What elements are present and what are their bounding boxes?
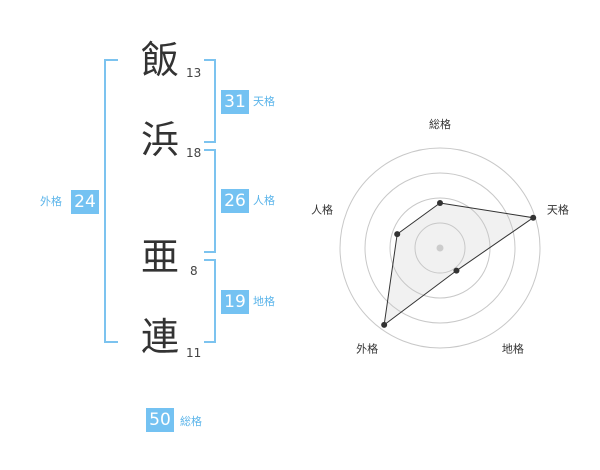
radar-axis-label-4: 人格 [311, 203, 333, 217]
stroke-count-1: 13 [186, 66, 202, 80]
radar-point-4 [394, 231, 401, 238]
jinkaku-bracket [204, 149, 216, 253]
radar-axis-label-3: 外格 [356, 341, 378, 355]
radar-ring-4 [339, 147, 541, 349]
radar-data-polygon [383, 202, 535, 326]
stroke-count-2: 18 [186, 146, 202, 160]
jinkaku-score: 26 [221, 189, 249, 213]
radar-rings [339, 147, 541, 349]
radar-point-1 [530, 214, 537, 221]
tenkaku-label: 天格 [253, 95, 275, 108]
jinkaku-label: 人格 [253, 194, 275, 207]
name-char-2: 浜 [141, 118, 180, 162]
radar-axis-label-1: 天格 [547, 203, 569, 217]
chikaku-label: 地格 [253, 295, 275, 308]
chikaku-bracket [204, 259, 216, 343]
chikaku-score: 19 [221, 290, 249, 314]
gaikaku-label: 外格 [40, 195, 62, 208]
radar-point-0 [437, 200, 443, 206]
radar-ring-1 [414, 222, 466, 274]
name-char-3: 亜 [141, 235, 180, 279]
radar-data-points [381, 200, 537, 328]
radar-point-3 [381, 321, 388, 328]
radar-point-2 [453, 267, 460, 274]
name-char-4: 連 [141, 315, 180, 359]
tenkaku-bracket [204, 59, 216, 143]
radar-axis-label-0: 総格 [429, 117, 451, 131]
radar-center-dot [436, 244, 444, 252]
radar-axis-label-2: 地格 [502, 341, 524, 355]
tenkaku-score: 31 [221, 90, 249, 114]
soukaku-score: 50 [146, 408, 174, 432]
soukaku-label: 総格 [180, 415, 202, 428]
gaikaku-bracket [104, 59, 118, 343]
stroke-count-3: 8 [190, 264, 198, 278]
radar-ring-3 [364, 172, 516, 324]
name-char-1: 飯 [141, 38, 180, 82]
stroke-count-4: 11 [186, 346, 202, 360]
gaikaku-score: 24 [71, 190, 99, 214]
